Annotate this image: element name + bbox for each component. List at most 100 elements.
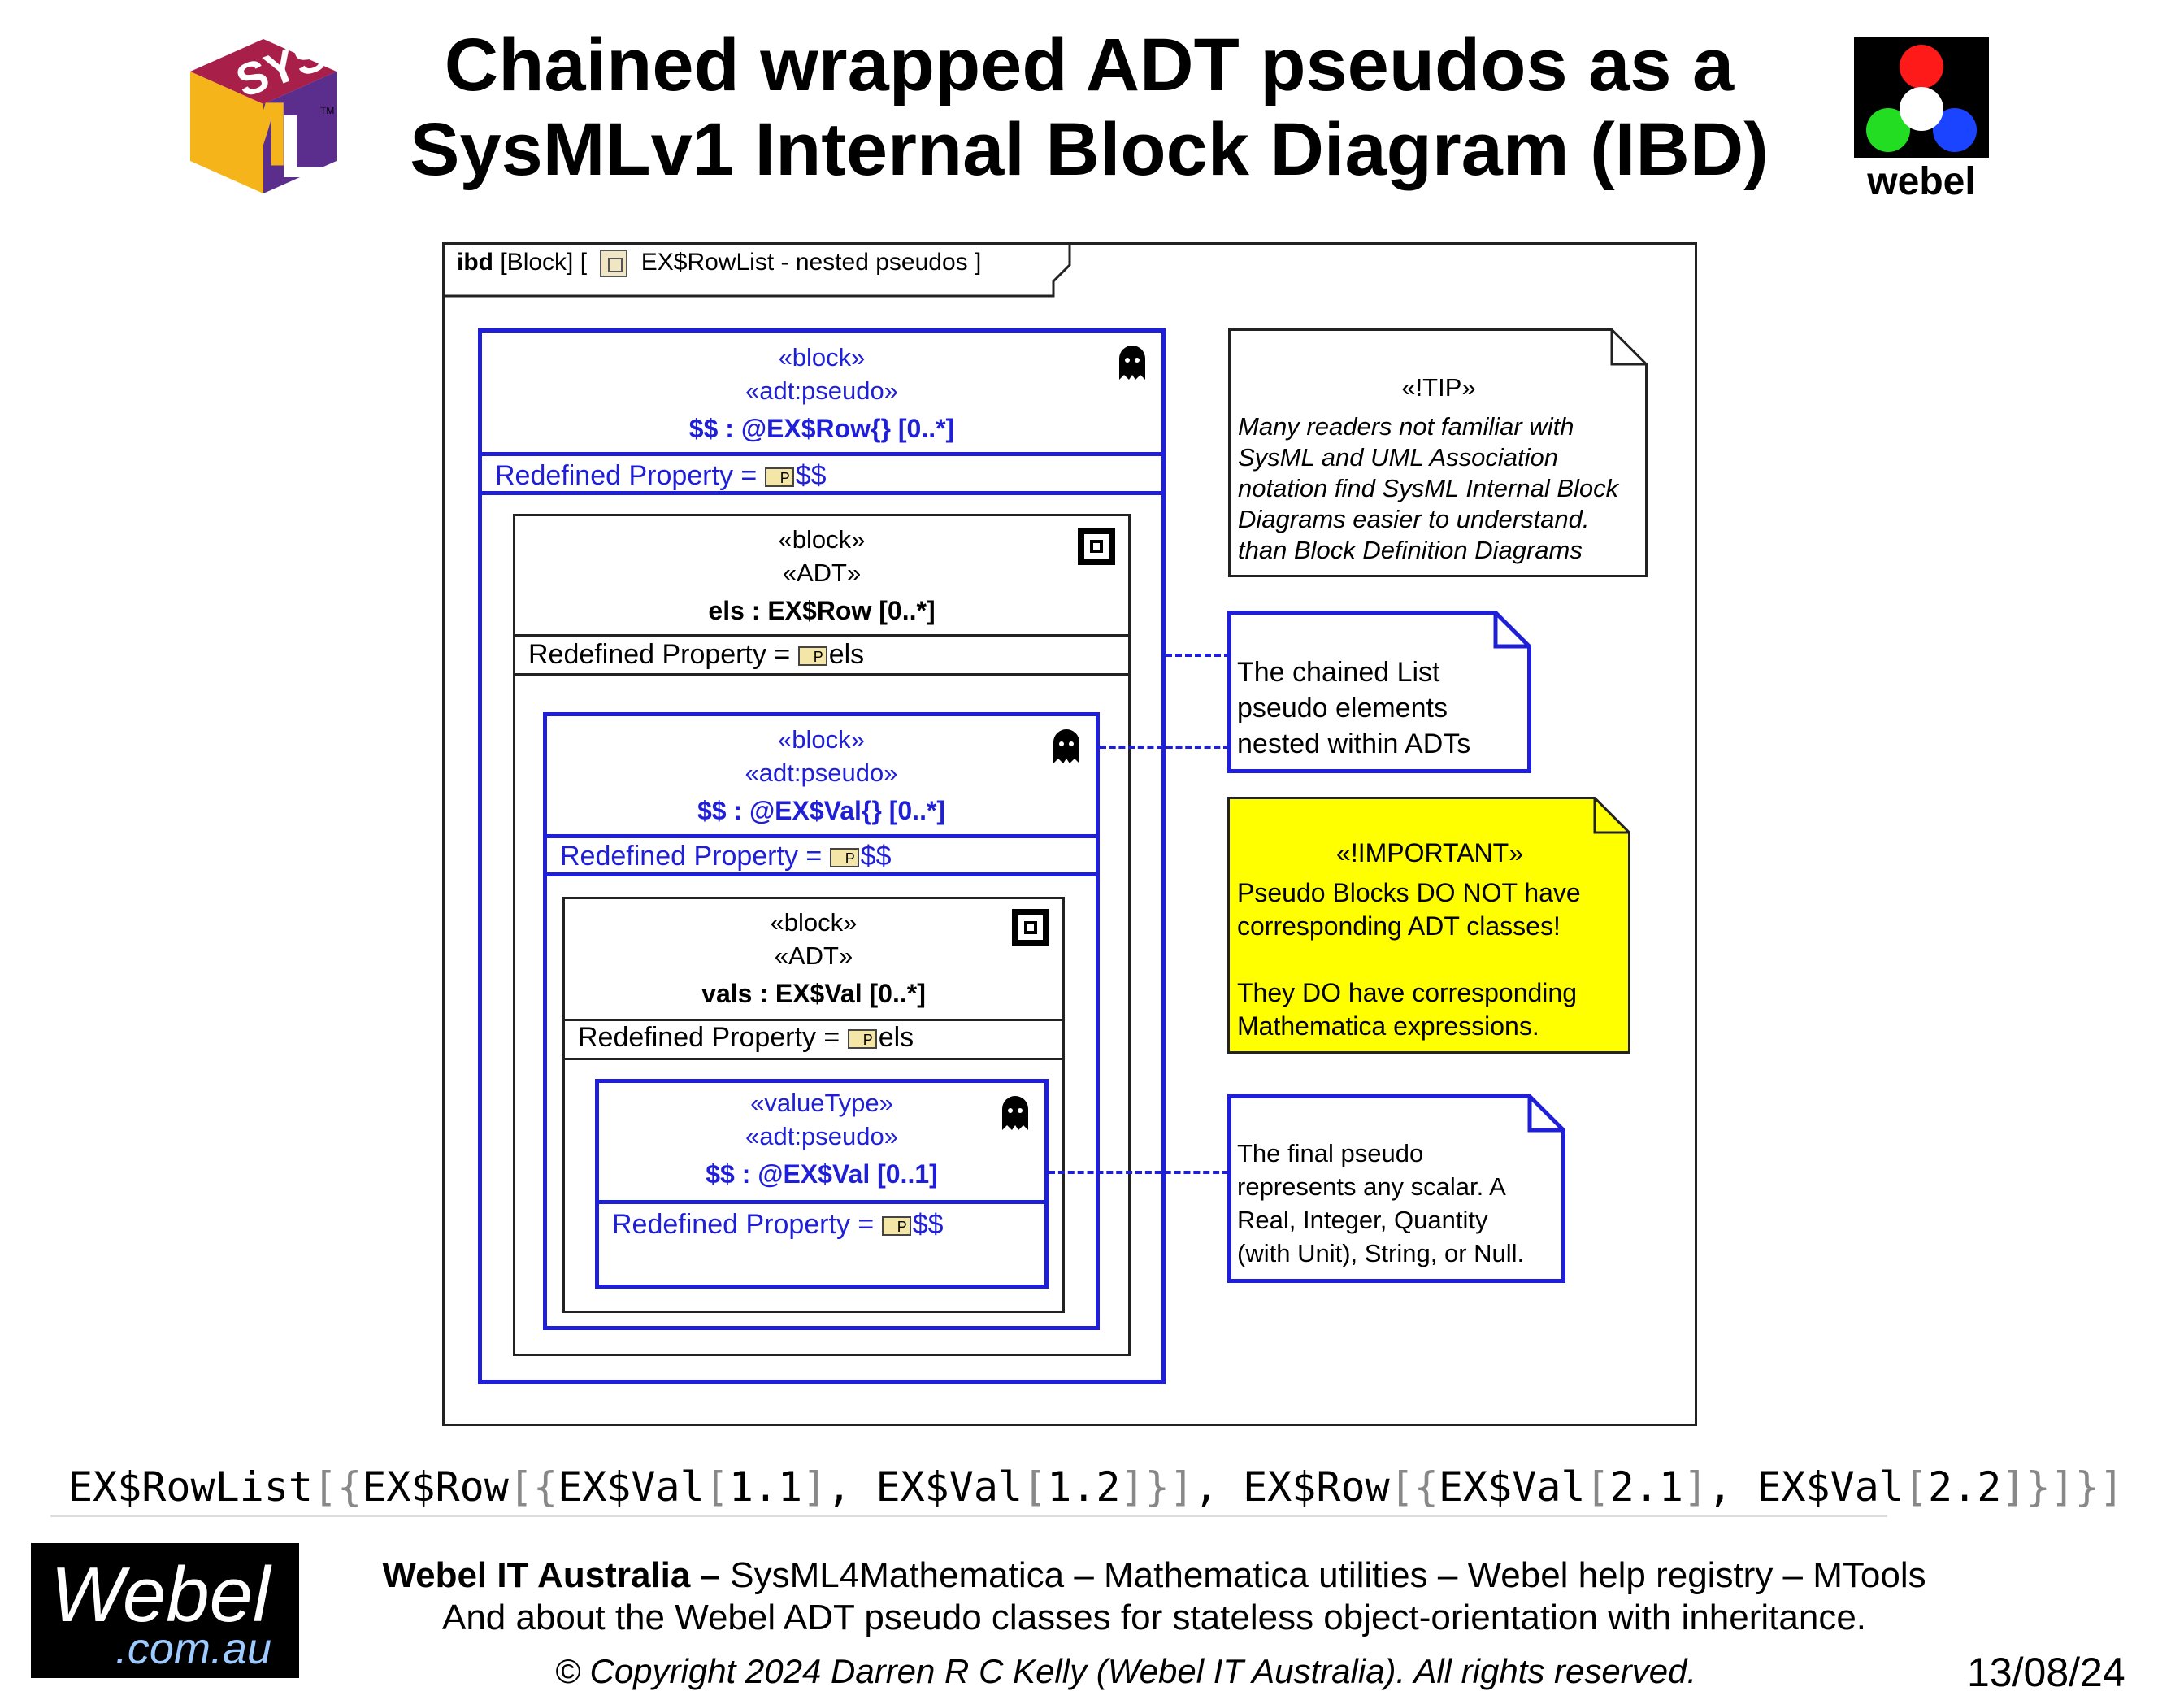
part-val-pseudo[interactable]: «block» «adt:pseudo» $$ : @EX$Val{} [0..… bbox=[543, 712, 1100, 1330]
expression-bracket: ] bbox=[1120, 1463, 1145, 1511]
copyright: © Copyright 2024 Darren R C Kelly (Webel… bbox=[554, 1652, 1697, 1690]
expression-token: 2.1 bbox=[1609, 1463, 1683, 1511]
logo-main-text: Webel bbox=[50, 1551, 271, 1638]
title-line-1: Chained wrapped ADT pseudos as a bbox=[444, 24, 1735, 107]
part-name: $$ : @EX$Val{} [0..*] bbox=[697, 796, 946, 825]
svg-text:TM: TM bbox=[320, 105, 334, 116]
expression-bracket: ] bbox=[2001, 1463, 2026, 1511]
date: 13/08/24 bbox=[1967, 1650, 2125, 1695]
expression-token: EX$Val bbox=[1756, 1463, 1904, 1511]
compartment-separator bbox=[515, 634, 1128, 637]
property-icon: P bbox=[764, 467, 794, 488]
stereotype-adt-pseudo: «adt:pseudo» bbox=[745, 759, 898, 787]
compartment-separator bbox=[599, 1200, 1044, 1204]
note-line: Diagrams easier to understand. bbox=[1238, 505, 1590, 533]
important-note: «!IMPORTANT» Pseudo Blocks DO NOT have c… bbox=[1227, 797, 1630, 1054]
note-line: The final pseudo bbox=[1237, 1139, 1424, 1167]
expression-bracket: ] bbox=[1683, 1463, 1709, 1511]
note-line: SysML and UML Association bbox=[1238, 443, 1559, 472]
footer-line-2: And about the Webel ADT pseudo classes f… bbox=[441, 1598, 1867, 1637]
note-shape bbox=[1227, 611, 1531, 773]
part-row-adt[interactable]: «block» «ADT» els : EX$Row [0..*] Redefi… bbox=[513, 514, 1131, 1356]
stereotype-block: «block» bbox=[778, 725, 865, 754]
part-row-pseudo[interactable]: «block» «adt:pseudo» $$ : @EX$Row{} [0..… bbox=[478, 328, 1166, 1384]
note-line: The chained List bbox=[1237, 657, 1440, 688]
title-line-2: SysMLv1 Internal Block Diagram (IBD) bbox=[410, 108, 1769, 191]
part-name: vals : EX$Val [0..*] bbox=[701, 979, 926, 1008]
compartment-separator bbox=[565, 1058, 1062, 1060]
compartment-separator bbox=[547, 834, 1096, 838]
redefined-property-value: $$ bbox=[912, 1209, 944, 1240]
note-line: (with Unit), String, or Null. bbox=[1237, 1239, 1525, 1267]
webel-logo-text: webel bbox=[1867, 160, 1976, 203]
note-line: than Block Definition Diagrams bbox=[1238, 536, 1583, 564]
frame-open-bracket: [ bbox=[580, 249, 588, 276]
redefined-property-label: Redefined Property = bbox=[560, 841, 823, 872]
stereotype-adt: «ADT» bbox=[774, 941, 853, 970]
part-header: «block» «ADT» vals : EX$Val [0..*] bbox=[565, 906, 1062, 1011]
expression-token: EX$Val bbox=[558, 1463, 705, 1511]
note-line: corresponding ADT classes! bbox=[1237, 911, 1561, 941]
redefined-property-value: $$ bbox=[795, 460, 827, 491]
note-line: They DO have corresponding bbox=[1237, 978, 1577, 1007]
expression-token: EX$RowList bbox=[68, 1463, 314, 1511]
sysml-logo: M L SYS TM bbox=[182, 23, 345, 197]
expression-token: 2.2 bbox=[1928, 1463, 2002, 1511]
frame-kind: ibd bbox=[457, 249, 493, 276]
expression-bracket: { bbox=[532, 1463, 558, 1511]
compartment-separator bbox=[482, 491, 1161, 495]
redefined-property-label: Redefined Property = bbox=[578, 1022, 840, 1053]
webel-logo: webel bbox=[1854, 37, 1989, 203]
svg-text:L: L bbox=[278, 97, 332, 193]
stereotype-adt-pseudo: «adt:pseudo» bbox=[745, 1122, 898, 1150]
redefined-property-value: $$ bbox=[860, 841, 892, 872]
note-stereotype: «!IMPORTANT» bbox=[1336, 838, 1523, 867]
stereotype-value-type: «valueType» bbox=[750, 1089, 893, 1117]
divider bbox=[50, 1515, 1887, 1517]
note-anchor-scalar bbox=[1049, 1171, 1229, 1174]
part-val-adt[interactable]: «block» «ADT» vals : EX$Val [0..*] Redef… bbox=[562, 897, 1065, 1313]
frame-tab-outline bbox=[442, 242, 1071, 298]
expression-token: , bbox=[1708, 1463, 1757, 1511]
part-scalar-pseudo[interactable]: «valueType» «adt:pseudo» $$ : @EX$Val [0… bbox=[595, 1079, 1049, 1289]
redefined-property-value: els bbox=[878, 1022, 914, 1053]
property-icon: P bbox=[829, 848, 859, 868]
footer-line-1: Webel IT Australia – SysML4Mathematica –… bbox=[325, 1555, 1983, 1596]
property-icon: P bbox=[797, 646, 827, 667]
expression-bracket: [ bbox=[1585, 1463, 1610, 1511]
expression-bracket: ] bbox=[2050, 1463, 2075, 1511]
footer-links[interactable]: SysML4Mathematica – Mathematica utilitie… bbox=[730, 1555, 1926, 1595]
note-line: notation find SysML Internal Block bbox=[1238, 474, 1619, 502]
note-line bbox=[1237, 943, 1622, 976]
expression-token: 1.1 bbox=[728, 1463, 803, 1511]
note-line: Real, Integer, Quantity bbox=[1237, 1206, 1488, 1234]
expression-bracket: [ bbox=[1903, 1463, 1929, 1511]
expression-bracket: ] bbox=[1169, 1463, 1194, 1511]
part-header: «block» «adt:pseudo» $$ : @EX$Row{} [0..… bbox=[482, 341, 1161, 446]
webel-logo-square bbox=[1854, 37, 1989, 158]
note-anchor-val bbox=[1100, 746, 1230, 749]
note-body: Many readers not familiar with SysML and… bbox=[1238, 411, 1639, 566]
expression-bracket: ] bbox=[802, 1463, 827, 1511]
note-line: represents any scalar. A bbox=[1237, 1172, 1506, 1201]
part-header: «block» «adt:pseudo» $$ : @EX$Val{} [0..… bbox=[547, 723, 1096, 828]
expression-bracket: { bbox=[337, 1463, 363, 1511]
stereotype-block: «block» bbox=[778, 343, 866, 372]
frame-type: [Block] bbox=[500, 249, 574, 276]
expression-bracket: } bbox=[2074, 1463, 2099, 1511]
compartment-separator bbox=[482, 452, 1161, 456]
tip-note: «!TIP» Many readers not familiar with Sy… bbox=[1228, 328, 1648, 577]
stereotype-adt-pseudo: «adt:pseudo» bbox=[745, 376, 898, 405]
expression-token: , bbox=[827, 1463, 876, 1511]
expression-token: EX$Row bbox=[1243, 1463, 1390, 1511]
ghost-icon bbox=[1002, 1096, 1028, 1130]
webel-com-au-logo: Webel .com.au bbox=[31, 1543, 299, 1678]
part-name: els : EX$Row [0..*] bbox=[708, 596, 936, 625]
compartment-separator bbox=[547, 872, 1096, 876]
footer-company[interactable]: Webel IT Australia bbox=[382, 1555, 691, 1595]
redefined-property: Redefined Property = P$$ bbox=[560, 840, 892, 872]
adt-block-icon bbox=[1012, 909, 1049, 946]
chained-note: The chained List pseudo elements nested … bbox=[1227, 611, 1531, 773]
